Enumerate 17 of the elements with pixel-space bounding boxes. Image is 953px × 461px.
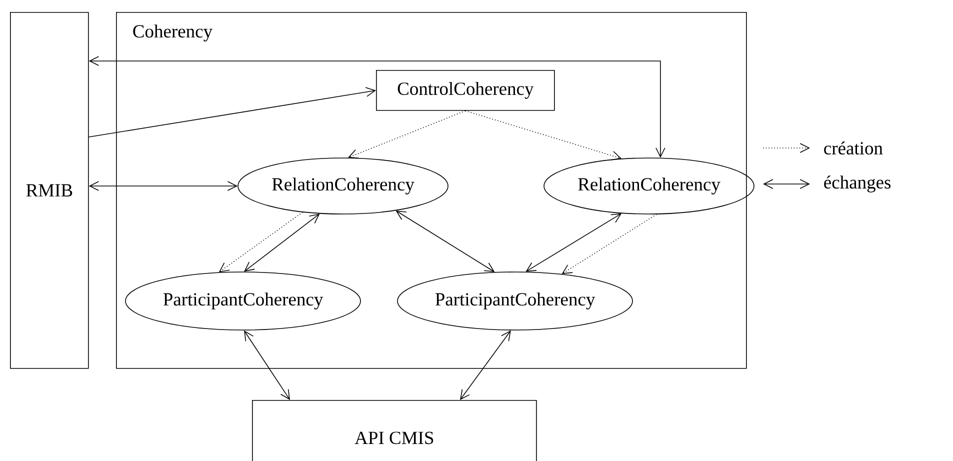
arrow bbox=[526, 213, 622, 272]
process-box: RMIB bbox=[10, 12, 89, 369]
arrow bbox=[88, 87, 376, 138]
arrow bbox=[460, 330, 511, 400]
arrow bbox=[396, 210, 495, 272]
arrow bbox=[88, 56, 666, 158]
process-box: ControlCoherency bbox=[376, 70, 555, 111]
arrow bbox=[348, 110, 466, 159]
arrow bbox=[244, 214, 320, 272]
process-box: API CMIS bbox=[252, 400, 537, 461]
legend-label: création bbox=[824, 141, 883, 155]
arrow bbox=[88, 181, 238, 191]
arrow bbox=[562, 214, 657, 274]
legend-label: échanges bbox=[824, 176, 891, 192]
arrow bbox=[218, 212, 304, 272]
arrow bbox=[244, 330, 290, 400]
arrow bbox=[465, 110, 622, 160]
